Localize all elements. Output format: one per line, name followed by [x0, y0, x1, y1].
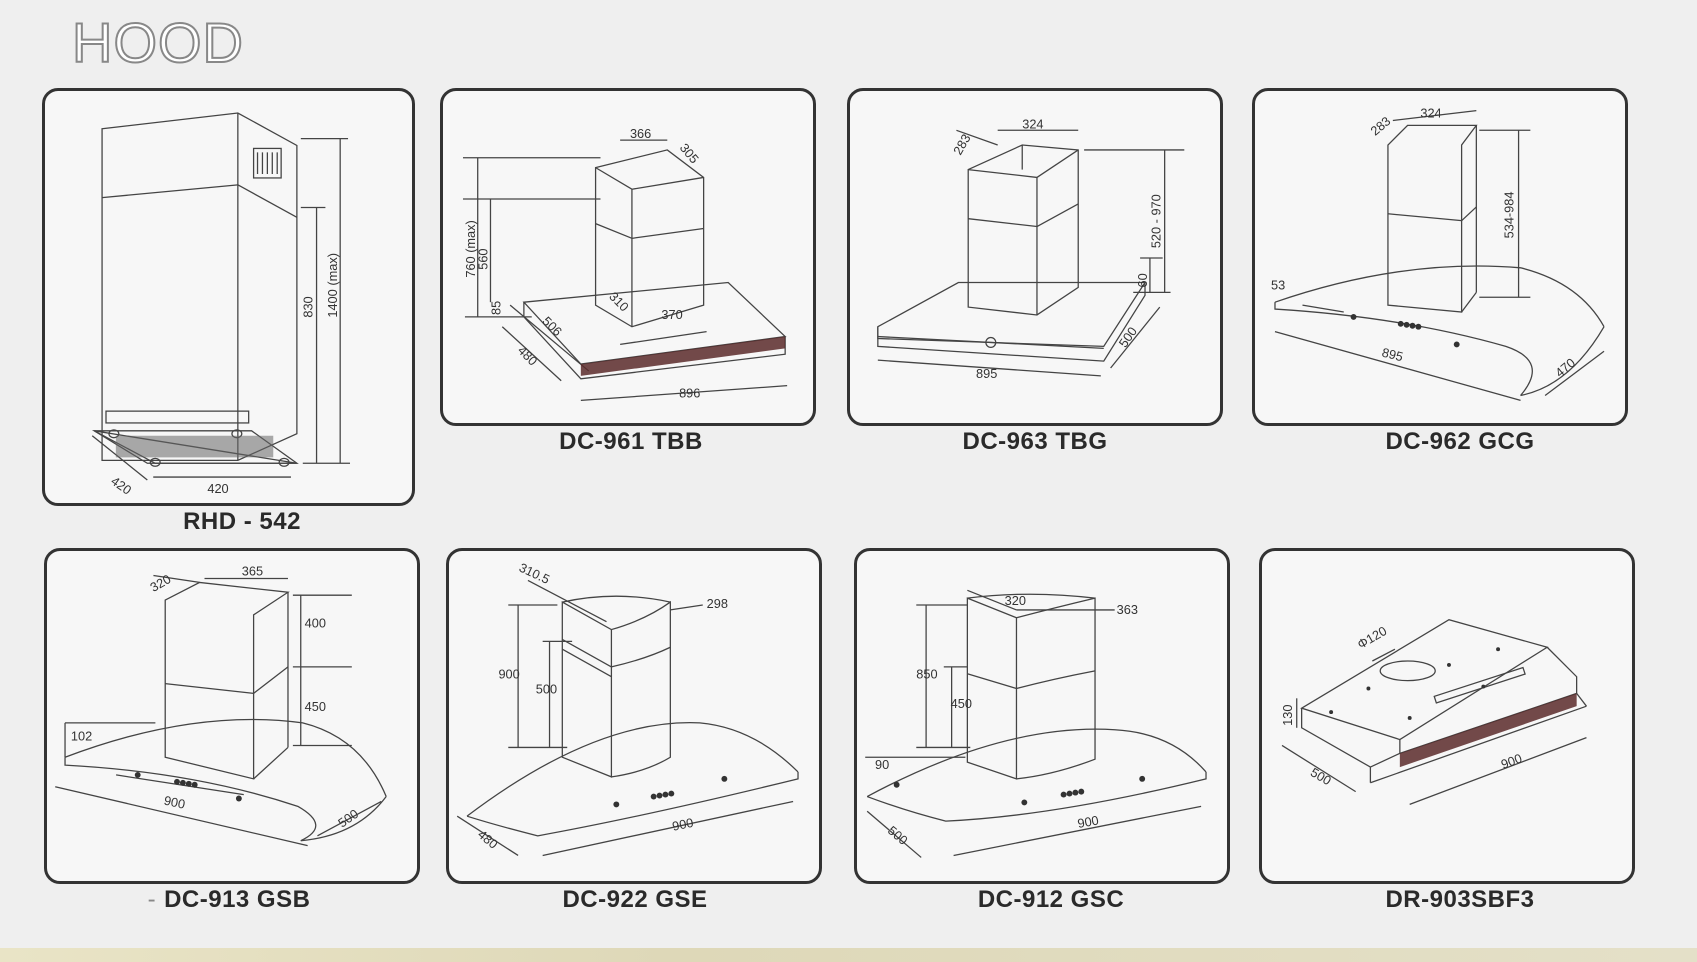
- dim-width: 895: [976, 366, 997, 381]
- dim-depth: 500: [335, 806, 361, 830]
- model-label-dc-912-gsc: DC-912 GSC: [977, 886, 1125, 913]
- model-label-rhd-542: RHD - 542: [183, 508, 301, 535]
- model-label-dc-961-tbb: DC-961 TBB: [559, 428, 703, 455]
- dim-duct-depth: 283: [1367, 113, 1393, 138]
- dim-lower-height: 450: [951, 696, 972, 711]
- dim-height: 130: [1280, 705, 1295, 726]
- dim-height: 850: [916, 667, 937, 682]
- dim-width: 900: [671, 815, 695, 834]
- dim-canopy-height: 102: [71, 729, 92, 744]
- hood-card-dc-913-gsb: 365 320 400 450 102 900 500: [44, 548, 420, 884]
- hood-drawing-dc-912-gsc: 320 363 850 450 90 500 900: [865, 589, 1207, 858]
- dim-duct-width: 363: [1117, 602, 1138, 617]
- hood-drawing-rhd-542: 420 420 830 1400 (max): [91, 112, 351, 498]
- page-title: HOOD: [71, 10, 244, 75]
- dim-height: 900: [498, 667, 519, 682]
- hood-card-rhd-542: 420 420 830 1400 (max): [42, 88, 415, 506]
- dim-width: 420: [207, 481, 228, 496]
- dim-height-range: 534-984: [1502, 192, 1517, 239]
- hood-drawing-dr-903sbf3: Φ120 130 500 900: [1280, 619, 1587, 805]
- hood-card-dc-963-tbg: 324 283 520 - 970 60 500 895: [847, 88, 1223, 426]
- hood-drawing-dc-922-gse: 310.5 298 900 500 480 900: [456, 560, 799, 857]
- dim-duct-width: 366: [630, 126, 651, 141]
- dim-canopy-height: 90: [875, 757, 889, 772]
- dim-depth: 500: [1116, 324, 1140, 350]
- dim-duct-width: 324: [1420, 106, 1441, 121]
- dim-depth: 420: [108, 473, 134, 498]
- dim-depth: 500: [885, 823, 911, 848]
- hood-card-dc-922-gse: 310.5 298 900 500 480 900: [446, 548, 822, 884]
- dim-canopy-depth-outer: 480: [515, 343, 541, 369]
- hood-drawing-dc-961-tbb: 366 305 760 (max) 560 85 506 480 310 370…: [463, 126, 788, 402]
- hood-card-dr-903sbf3: Φ120 130 500 900: [1259, 548, 1635, 884]
- label-text: DC-913 GSB: [164, 886, 311, 913]
- dim-duct-width: 324: [1022, 116, 1043, 131]
- model-label-dr-903sbf3: DR-903SBF3: [1385, 886, 1535, 913]
- dim-upper-height: 400: [305, 616, 326, 631]
- dim-canopy-height: 60: [1135, 273, 1150, 287]
- dim-duct-depth: 320: [1005, 593, 1026, 608]
- hood-drawing-dc-963-tbg: 324 283 520 - 970 60 500 895: [877, 116, 1185, 381]
- dim-inner-width: 370: [661, 307, 682, 322]
- dim-height: 560: [476, 248, 491, 269]
- dim-width: 895: [1380, 345, 1404, 365]
- dim-width: 896: [679, 385, 700, 400]
- dim-width: 900: [163, 793, 187, 812]
- dim-duct-depth: 320: [147, 571, 173, 595]
- dim-height: 830: [301, 296, 316, 317]
- dim-duct-diameter: Φ120: [1355, 623, 1390, 652]
- dim-lower-height: 450: [305, 699, 326, 714]
- dim-height-range: 520 - 970: [1149, 194, 1164, 248]
- dim-depth: 470: [1552, 355, 1578, 380]
- dim-lower-height: 500: [536, 681, 557, 696]
- dim-duct-width: 365: [242, 564, 263, 579]
- dim-width: 900: [1499, 750, 1524, 771]
- hood-drawing-dc-962-gcg: 324 283 534-984 53 895 470: [1271, 106, 1605, 402]
- dim-canopy-depth: 506: [539, 313, 565, 339]
- hood-card-dc-912-gsc: 320 363 850 450 90 500 900: [854, 548, 1230, 884]
- model-label-dc-962-gcg: DC-962 GCG: [1385, 428, 1535, 455]
- page-bottom-strip: [0, 948, 1697, 962]
- dim-duct-width: 298: [707, 596, 728, 611]
- hood-drawing-dc-913-gsb: 365 320 400 450 102 900 500: [55, 564, 387, 847]
- dim-height-max: 760 (max): [463, 220, 478, 277]
- hood-card-dc-962-gcg: 324 283 534-984 53 895 470: [1252, 88, 1628, 426]
- label-prefix: -: [147, 886, 157, 913]
- dim-canopy-height: 53: [1271, 277, 1285, 292]
- hood-card-dc-961-tbb: 366 305 760 (max) 560 85 506 480 310 370…: [440, 88, 816, 426]
- dim-duct-depth: 310.5: [517, 560, 552, 587]
- model-label-dc-922-gse: DC-922 GSE: [562, 886, 708, 913]
- dim-width: 900: [1076, 812, 1100, 830]
- model-label-dc-913-gsb: -DC-913 GSB: [134, 886, 324, 914]
- dim-duct-depth: 305: [677, 140, 702, 166]
- dim-height-max: 1400 (max): [325, 253, 340, 318]
- dim-canopy-height: 85: [488, 301, 503, 315]
- model-label-dc-963-tbg: DC-963 TBG: [962, 428, 1108, 455]
- dim-depth: 500: [1308, 765, 1334, 789]
